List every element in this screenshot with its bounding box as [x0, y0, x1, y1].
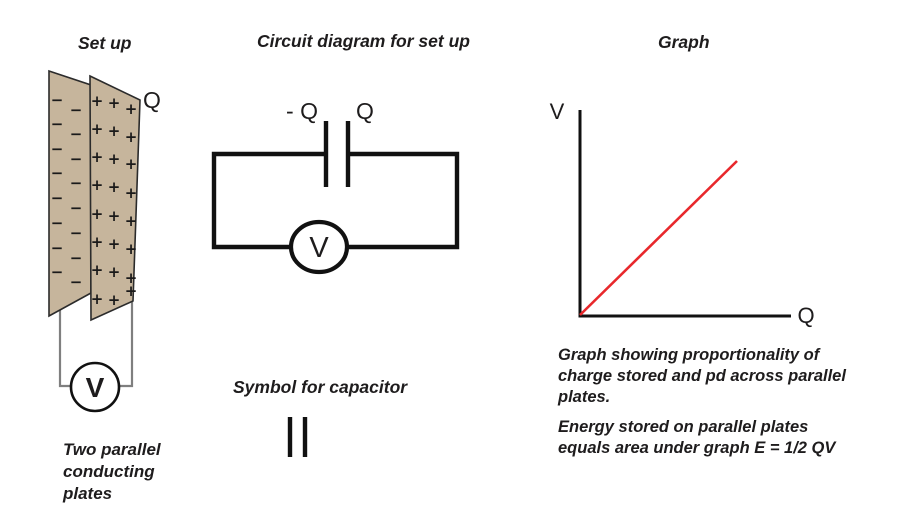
svg-text:−: − [70, 125, 83, 143]
graph-title: Graph [658, 32, 710, 52]
svg-text:+: + [125, 155, 138, 173]
plus-charges: ++++++++++++++++++++++++ [91, 92, 138, 309]
svg-text:−: − [51, 214, 64, 232]
graph-proportional-line [579, 160, 738, 316]
circuit-voltmeter-circle [288, 219, 350, 275]
circuit-negative-charge-label: - Q [286, 98, 318, 124]
circuit-positive-charge-label: Q [356, 98, 374, 124]
circuit-title: Circuit diagram for set up [257, 31, 470, 51]
svg-text:−: − [51, 189, 64, 207]
positive-plate [89, 74, 141, 322]
setup-title: Set up [78, 33, 132, 53]
svg-text:−: − [51, 239, 64, 257]
svg-text:+: + [125, 128, 138, 146]
svg-text:+: + [91, 120, 104, 138]
svg-text:+: + [108, 122, 121, 140]
svg-text:+: + [108, 207, 121, 225]
svg-text:+: + [125, 100, 138, 118]
svg-text:−: − [51, 115, 64, 133]
svg-text:+: + [91, 176, 104, 194]
svg-text:+: + [125, 269, 138, 287]
svg-text:+: + [108, 235, 121, 253]
graph-x-axis-label: Q [797, 303, 814, 328]
svg-text:−: − [70, 273, 83, 291]
graph-proportionality-caption: Graph showing proportionality of charge … [558, 346, 846, 406]
graph-energy-caption: Energy stored on parallel plates equals … [558, 418, 836, 457]
svg-text:−: − [51, 140, 64, 158]
capacitor-symbol-caption: Symbol for capacitor [233, 377, 408, 397]
svg-text:−: − [70, 174, 83, 192]
svg-text:−: − [51, 164, 64, 182]
graph-axes [578, 110, 791, 318]
svg-text:−: − [70, 199, 83, 217]
svg-text:+: + [125, 184, 138, 202]
svg-text:+: + [91, 92, 104, 110]
setup-voltmeter-circle [69, 361, 121, 413]
svg-text:+: + [91, 205, 104, 223]
svg-text:−: − [51, 263, 64, 281]
setup-charge-q-label: Q [143, 87, 161, 113]
setup-diagram: −−−−−−−−−−−−−−−− +++++++++++++++++++++++… [48, 69, 161, 413]
svg-text:+: + [108, 291, 121, 309]
svg-text:−: − [70, 224, 83, 242]
setup-voltmeter-label: V [86, 372, 105, 403]
svg-text:+: + [91, 233, 104, 251]
svg-text:−: − [70, 150, 83, 168]
svg-text:−: − [51, 91, 64, 109]
svg-text:+: + [91, 148, 104, 166]
graph-y-axis-label: V [550, 99, 565, 124]
svg-text:+: + [125, 212, 138, 230]
circuit-voltmeter-label: V [309, 232, 329, 264]
setup-caption: Two parallel conducting plates [63, 440, 161, 503]
setup-wire-left [58, 298, 72, 388]
svg-text:−: − [70, 249, 83, 267]
setup-wire-right [119, 294, 134, 388]
svg-text:+: + [108, 150, 121, 168]
svg-text:+: + [108, 263, 121, 281]
circuit-diagram: - Q Q V [211, 98, 460, 457]
svg-text:+: + [125, 282, 138, 300]
svg-text:+: + [91, 261, 104, 279]
minus-charges: −−−−−−−−−−−−−−−− [51, 91, 83, 291]
svg-text:+: + [91, 290, 104, 308]
svg-text:+: + [108, 178, 121, 196]
svg-text:+: + [108, 94, 121, 112]
svg-text:+: + [125, 240, 138, 258]
vq-graph: V Q [550, 99, 815, 328]
svg-text:−: − [70, 101, 83, 119]
